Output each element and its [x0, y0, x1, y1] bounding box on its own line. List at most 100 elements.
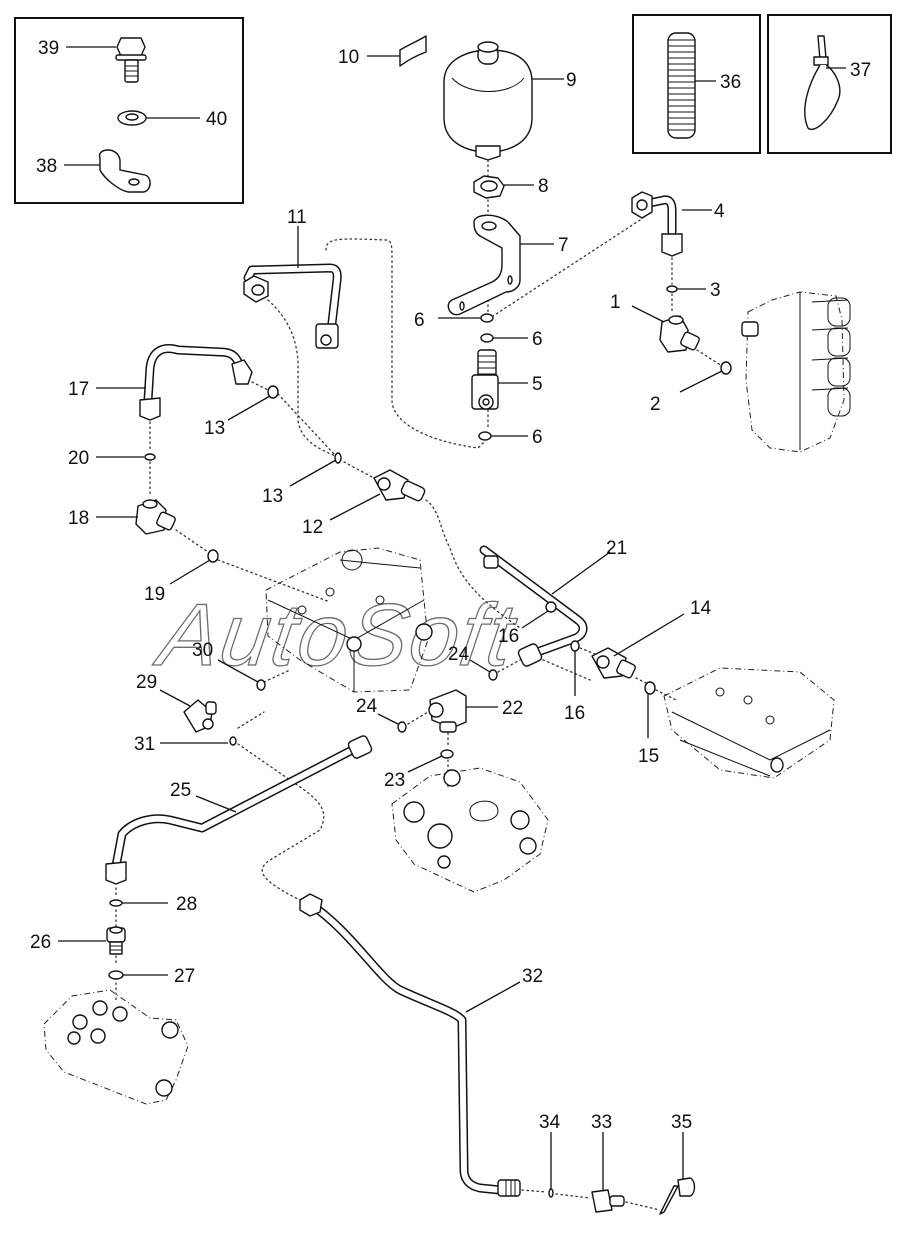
nut-part-8[interactable]: [473, 175, 505, 199]
callout-1[interactable]: 1: [610, 292, 621, 313]
elbow-fitting-part-29[interactable]: [183, 699, 217, 733]
callout-15[interactable]: 15: [638, 746, 659, 767]
callout-7[interactable]: 7: [558, 235, 569, 256]
callout-27[interactable]: 27: [174, 966, 195, 987]
callout-5[interactable]: 5: [532, 374, 543, 395]
callout-31[interactable]: 31: [134, 734, 155, 755]
accumulator-part-9[interactable]: [443, 41, 533, 161]
callout-32[interactable]: 32: [522, 966, 543, 987]
o-ring-part-24-lower[interactable]: [397, 721, 407, 733]
o-ring-part-16-lower[interactable]: [570, 640, 580, 652]
o-ring-part-19[interactable]: [207, 549, 219, 563]
callout-39[interactable]: 39: [38, 38, 59, 59]
callout-33[interactable]: 33: [591, 1112, 612, 1133]
pipe-part-4[interactable]: [631, 191, 683, 257]
o-ring-part-2[interactable]: [720, 361, 732, 375]
callout-19[interactable]: 19: [144, 584, 165, 605]
o-ring-part-28[interactable]: [109, 899, 123, 907]
tee-fitting-part-22[interactable]: [428, 689, 467, 733]
callout-18[interactable]: 18: [68, 508, 89, 529]
bracket-part-7[interactable]: [447, 214, 521, 316]
callout-3[interactable]: 3: [710, 280, 721, 301]
callout-26[interactable]: 26: [30, 932, 51, 953]
callout-17[interactable]: 17: [68, 379, 89, 400]
callout-12[interactable]: 12: [302, 517, 323, 538]
dust-cap-part-35[interactable]: [659, 1177, 696, 1215]
callout-35[interactable]: 35: [671, 1112, 692, 1133]
o-ring-part-20[interactable]: [144, 453, 156, 461]
o-ring-part-6-mid[interactable]: [480, 333, 494, 343]
callout-20[interactable]: 20: [68, 448, 89, 469]
pipe-part-11[interactable]: [243, 263, 342, 349]
adapter-part-26[interactable]: [106, 926, 126, 955]
valve-block-right: [663, 667, 835, 779]
callout-6-top[interactable]: 6: [414, 310, 425, 331]
callout-6-mid[interactable]: 6: [532, 329, 543, 350]
elbow-fitting-part-18[interactable]: [135, 499, 176, 535]
callout-16-upper[interactable]: 16: [498, 626, 519, 647]
valve-block-center-bottom: [391, 767, 549, 893]
callout-37[interactable]: 37: [850, 60, 871, 81]
o-ring-part-13-lower[interactable]: [334, 452, 342, 464]
o-ring-part-16-upper[interactable]: [545, 601, 557, 613]
callout-4[interactable]: 4: [714, 201, 725, 222]
callout-16-lower[interactable]: 16: [564, 703, 585, 724]
valve-block-bottom-left: [43, 989, 189, 1105]
callout-13-lower[interactable]: 13: [262, 486, 283, 507]
callout-8[interactable]: 8: [538, 176, 549, 197]
pipe-part-21[interactable]: [479, 545, 588, 667]
tee-fitting-part-12[interactable]: [373, 469, 426, 502]
assembly-line: [267, 238, 487, 457]
cable-tie-part-37[interactable]: [804, 35, 841, 131]
assembly-line: [521, 1189, 661, 1211]
tee-fitting-part-5[interactable]: [471, 349, 499, 410]
callout-25[interactable]: 25: [170, 780, 191, 801]
elbow-fitting-part-1[interactable]: [659, 315, 700, 353]
pipe-part-25[interactable]: [105, 735, 373, 885]
o-ring-part-3[interactable]: [666, 285, 678, 293]
callout-21[interactable]: 21: [606, 538, 627, 559]
o-ring-part-15[interactable]: [644, 681, 656, 695]
callout-2[interactable]: 2: [650, 394, 661, 415]
o-ring-part-23[interactable]: [440, 749, 454, 759]
callout-24-upper[interactable]: 24: [448, 644, 470, 665]
o-ring-part-6-top[interactable]: [480, 313, 494, 323]
callout-38[interactable]: 38: [36, 156, 57, 177]
callout-11[interactable]: 11: [287, 207, 307, 228]
spring-sleeve-part-36[interactable]: [667, 32, 696, 139]
callout-23[interactable]: 23: [384, 770, 405, 791]
callout-28[interactable]: 28: [176, 894, 197, 915]
pipe-part-17[interactable]: [139, 344, 253, 421]
callout-9[interactable]: 9: [566, 70, 577, 91]
callout-34[interactable]: 34: [539, 1112, 561, 1133]
callout-29[interactable]: 29: [136, 672, 157, 693]
callout-30[interactable]: 30: [192, 640, 213, 661]
o-ring-part-34[interactable]: [548, 1188, 554, 1198]
o-ring-part-30[interactable]: [256, 679, 266, 691]
pipe-part-32[interactable]: [299, 893, 521, 1197]
bolt-part-39[interactable]: [115, 37, 147, 83]
valve-block-center: [265, 547, 433, 693]
tee-fitting-part-14[interactable]: [591, 647, 636, 679]
watermark: AutoSoft: [149, 585, 523, 684]
test-coupling-part-33[interactable]: [591, 1189, 625, 1213]
callout-6-bottom[interactable]: 6: [532, 427, 543, 448]
inset-box-fasteners: [14, 17, 244, 204]
o-ring-part-27[interactable]: [108, 970, 124, 980]
o-ring-part-24-upper[interactable]: [488, 669, 498, 681]
callout-36[interactable]: 36: [720, 72, 741, 93]
callout-10[interactable]: 10: [338, 47, 359, 68]
callout-24-lower[interactable]: 24: [356, 696, 378, 717]
o-ring-part-6-bottom[interactable]: [478, 431, 492, 441]
valve-block-upper-right: [741, 291, 851, 453]
callout-22[interactable]: 22: [502, 698, 523, 719]
callout-13-upper[interactable]: 13: [204, 418, 225, 439]
o-ring-part-31[interactable]: [229, 736, 237, 746]
callout-40[interactable]: 40: [206, 109, 227, 130]
label-decal-part-10[interactable]: [399, 35, 427, 67]
o-ring-part-13-upper[interactable]: [267, 385, 279, 399]
washer-part-40[interactable]: [117, 110, 147, 126]
pipe-clip-part-38[interactable]: [98, 149, 151, 193]
callout-14[interactable]: 14: [690, 598, 712, 619]
